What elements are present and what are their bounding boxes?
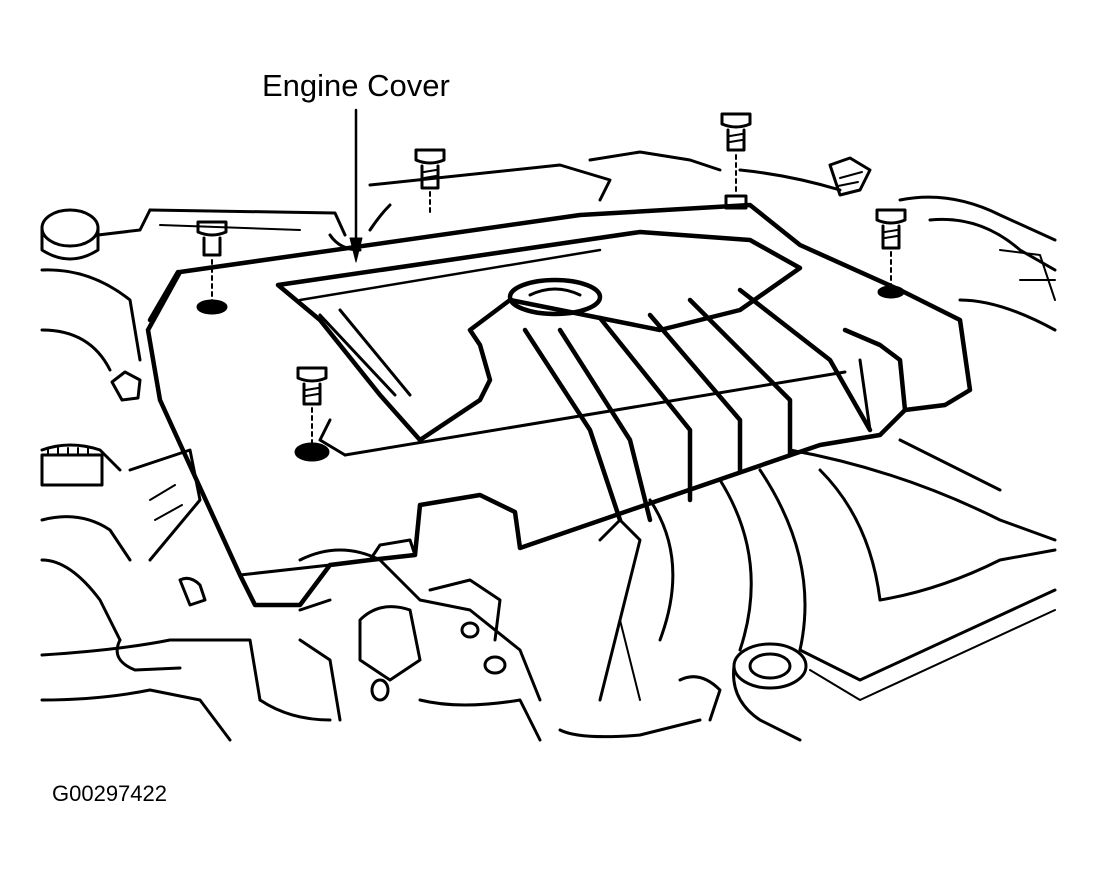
callout-arrow [349,108,363,263]
figure-id: G00297422 [52,781,167,806]
engine-cover [145,202,973,608]
bolt-icon [196,220,228,315]
bolt-icon [720,112,752,210]
bolt-icon [414,148,446,216]
bolt-icon [294,366,330,462]
engine-cover-label: Engine Cover [262,68,450,103]
bolt-icon [875,208,907,299]
engine-bay-background [40,150,1057,742]
